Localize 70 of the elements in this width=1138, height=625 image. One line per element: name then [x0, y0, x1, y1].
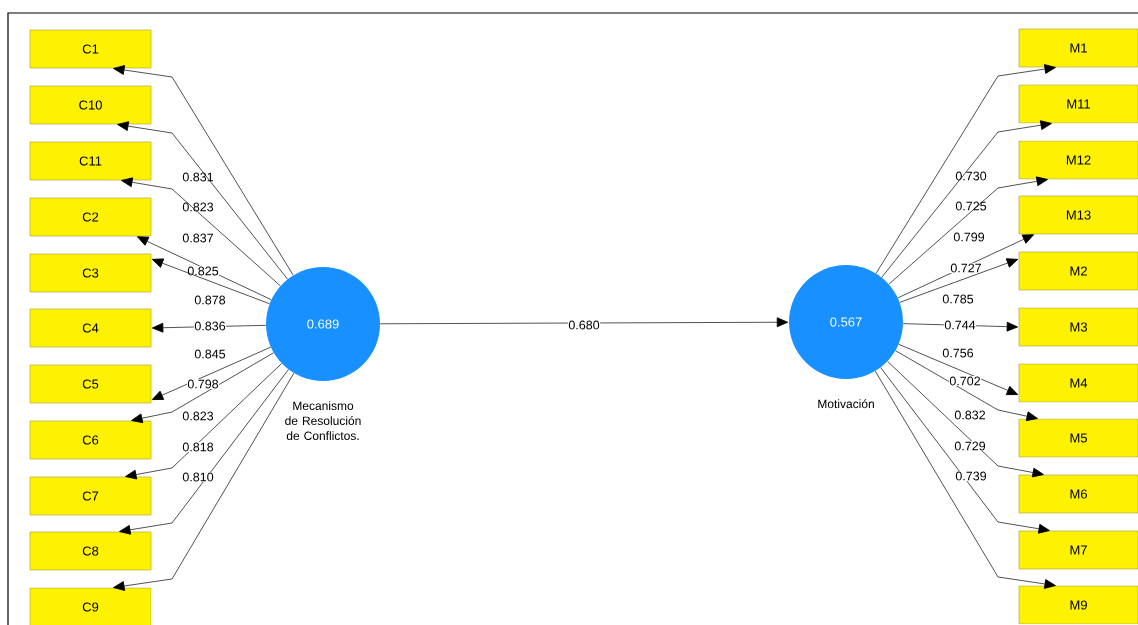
arrow: [119, 369, 289, 535]
indicator-box: M13: [1018, 195, 1138, 235]
indicator-box: C9: [29, 587, 152, 625]
edge-label: 0.744: [944, 320, 976, 330]
edge-label: 0.832: [954, 410, 985, 420]
indicator-box: C1: [29, 29, 152, 69]
indicator-box: C6: [29, 420, 152, 460]
arrow: [880, 367, 1050, 534]
arrow: [881, 120, 1052, 278]
edge-label: 0.831: [182, 172, 214, 182]
arrow: [125, 363, 282, 480]
construct-name: Motivación: [818, 399, 874, 409]
edge-label: 0.818: [182, 442, 214, 452]
indicator-box: M11: [1018, 84, 1138, 124]
edge-label: 0.756: [942, 348, 974, 358]
edge-label: 0.729: [954, 441, 986, 451]
arrow: [117, 121, 288, 280]
edge-label: 0.785: [942, 294, 974, 304]
arrow: [899, 258, 1019, 303]
indicator-box: M3: [1018, 307, 1138, 347]
arrow: [898, 343, 1019, 396]
arrow: [874, 370, 1056, 589]
indicator-box: C2: [29, 197, 152, 237]
arrow: [131, 352, 274, 424]
edge-label: 0.878: [194, 295, 226, 305]
construct-name: Mecanismo de Resolución de Conflictos.: [285, 401, 361, 440]
indicator-box: M2: [1018, 251, 1138, 291]
edge-label: 0.725: [955, 201, 987, 211]
edge-label: 0.799: [953, 232, 985, 242]
edge-label: 0.727: [950, 263, 981, 273]
edge-label: 0.837: [182, 233, 213, 243]
indicator-box: M9: [1018, 585, 1138, 625]
arrow: [875, 64, 1056, 274]
edge-label: 0.825: [187, 266, 219, 276]
arrow: [895, 350, 1038, 422]
arrow: [137, 236, 272, 301]
edge-label: 0.739: [955, 471, 987, 481]
indicator-box: C5: [29, 364, 152, 404]
indicator-box: M1: [1018, 28, 1138, 68]
indicator-box: M7: [1018, 530, 1138, 570]
indicator-box: M12: [1018, 140, 1138, 180]
arrow: [897, 234, 1034, 299]
indicator-box: M5: [1018, 418, 1138, 458]
arrow: [887, 360, 1044, 478]
arrow: [888, 176, 1048, 285]
indicator-box: C10: [29, 85, 152, 125]
indicator-box: M4: [1018, 363, 1138, 403]
indicator-box: M6: [1018, 474, 1138, 514]
indicator-box: C11: [29, 141, 152, 181]
edge-label: 0.798: [187, 379, 219, 389]
indicator-box: C3: [29, 253, 152, 293]
edge-label: 0.702: [949, 376, 980, 386]
edge-label: 0.810: [182, 472, 214, 482]
indicator-box: C8: [29, 531, 152, 571]
edge-label: 0.730: [955, 171, 987, 181]
edge-label: 0.845: [194, 349, 226, 359]
edge-label: 0.823: [182, 202, 214, 212]
edge-label: 0.680: [568, 320, 600, 330]
arrow: [151, 346, 272, 400]
arrow: [902, 321, 1019, 332]
edge-label: 0.836: [194, 321, 226, 331]
indicator-box: C7: [29, 476, 152, 516]
arrow: [151, 258, 270, 305]
arrow: [113, 372, 295, 591]
arrow: [121, 177, 281, 287]
arrow: [151, 322, 267, 333]
arrow: [379, 317, 789, 328]
arrow: [113, 65, 294, 276]
edge-label: 0.823: [182, 411, 214, 421]
indicator-box: C4: [29, 308, 152, 348]
